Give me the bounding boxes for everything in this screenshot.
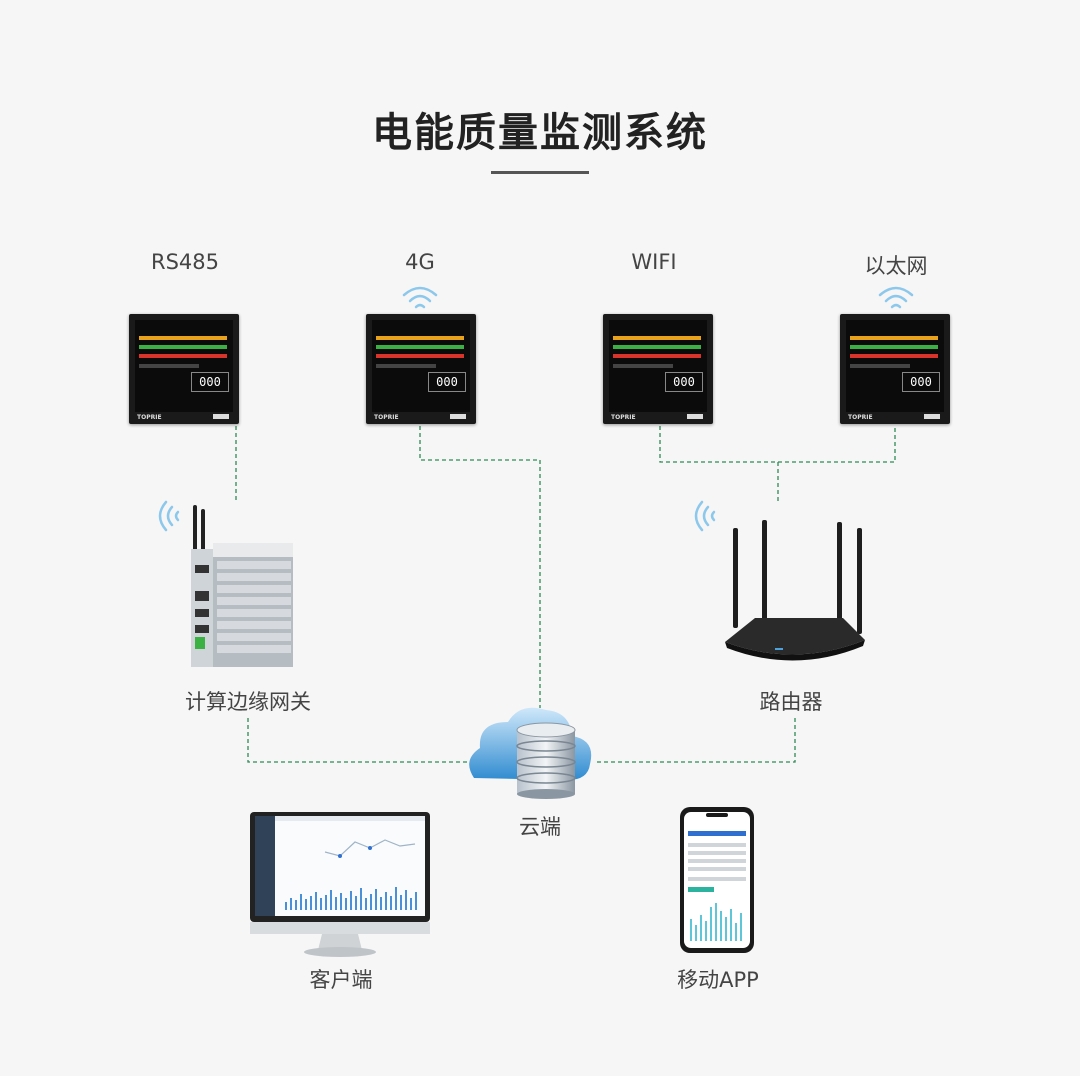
meter-readout: 000 (665, 372, 703, 392)
label-4g: 4G (405, 250, 435, 274)
page-title: 电能质量监测系统 (372, 110, 708, 156)
wireless-signal-icon (158, 500, 180, 532)
meter-brand: TOPRIE (374, 414, 399, 421)
label-ethernet: 以太网 (864, 254, 928, 278)
label-router: 路由器 (759, 690, 823, 714)
label-client: 客户端 (309, 968, 373, 992)
title-divider (491, 171, 589, 174)
meter-readout: 000 (902, 372, 940, 392)
meter-brand: TOPRIE (848, 414, 873, 421)
wifi-signal-icon (878, 286, 914, 309)
label-gateway: 计算边缘网关 (185, 690, 311, 714)
power-meter-wifi: 000 TOPRIE (603, 314, 713, 424)
label-rs485: RS485 (150, 250, 219, 274)
label-wifi: WIFI (631, 250, 677, 274)
meter-brand: TOPRIE (137, 414, 162, 421)
power-meter-4g: 000 TOPRIE (366, 314, 476, 424)
desktop-monitor-icon (250, 812, 430, 957)
cloud-server-icon (469, 707, 592, 799)
link-wifi-router (659, 426, 896, 463)
edge-gateway-device (191, 505, 293, 667)
meter-brand: TOPRIE (611, 414, 636, 421)
link-4g-cloud (419, 426, 541, 708)
link-gateway-cloud (247, 718, 470, 763)
link-router-cloud (596, 718, 796, 763)
power-meter-ethernet: 000 TOPRIE (840, 314, 950, 424)
mobile-phone-icon (680, 807, 754, 953)
wireless-signal-icon (694, 500, 716, 532)
label-cloud: 云端 (519, 815, 561, 839)
power-meter-rs485: 000 TOPRIE (129, 314, 239, 424)
router-device (725, 520, 865, 661)
meter-readout: 000 (191, 372, 229, 392)
label-mobile: 移动APP (677, 968, 759, 992)
wifi-signal-icon (402, 286, 438, 309)
meter-readout: 000 (428, 372, 466, 392)
